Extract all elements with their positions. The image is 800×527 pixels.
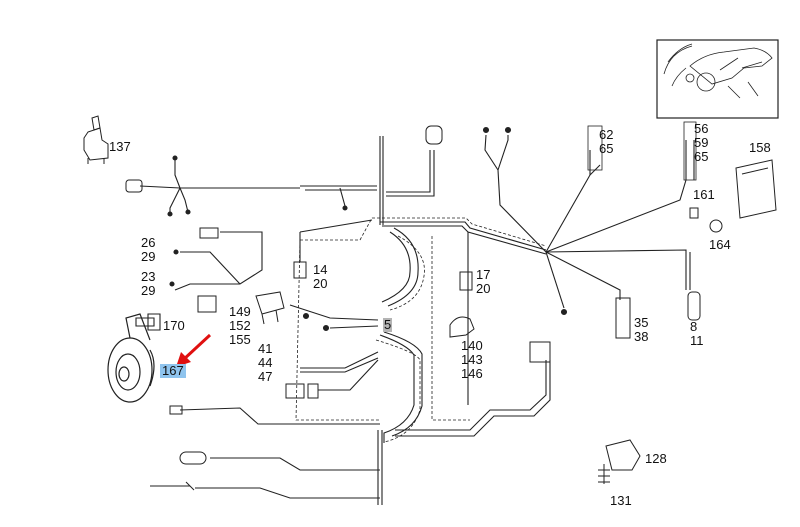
vehicle-silhouette-icon bbox=[663, 43, 773, 99]
branch-wires bbox=[139, 121, 697, 505]
label-140-143-146[interactable]: 140 143 146 bbox=[461, 338, 483, 381]
label-26-29[interactable]: 26 29 bbox=[141, 235, 156, 264]
label-23-29[interactable]: 23 29 bbox=[141, 269, 156, 298]
part-137-switch-icon bbox=[83, 115, 109, 164]
label-131[interactable]: 131 bbox=[610, 493, 632, 508]
inset-view bbox=[656, 39, 779, 119]
label-158[interactable]: 158 bbox=[749, 140, 771, 155]
part-167-horn-icon bbox=[107, 313, 155, 403]
label-164[interactable]: 164 bbox=[709, 237, 731, 252]
label-14-20[interactable]: 14 20 bbox=[313, 262, 328, 291]
label-35-38[interactable]: 35 38 bbox=[634, 315, 649, 344]
label-170[interactable]: 170 bbox=[163, 318, 185, 333]
label-137[interactable]: 137 bbox=[109, 139, 131, 154]
label-8-11[interactable]: 8 11 bbox=[690, 319, 704, 348]
connector-icons bbox=[125, 125, 777, 491]
main-harness bbox=[180, 136, 551, 443]
label-62-65[interactable]: 62 65 bbox=[599, 127, 614, 156]
label-149-152-155[interactable]: 149 152 155 bbox=[229, 304, 251, 347]
part-170-bolt-icon bbox=[135, 313, 161, 331]
label-5[interactable]: 5 bbox=[383, 317, 393, 332]
label-41-44-47[interactable]: 41 44 47 bbox=[258, 341, 273, 384]
label-161[interactable]: 161 bbox=[693, 187, 715, 202]
leader-arrow-icon bbox=[176, 333, 212, 367]
label-17-20[interactable]: 17 20 bbox=[476, 267, 491, 296]
small-terminals bbox=[167, 126, 568, 332]
label-167-highlighted[interactable]: 167 bbox=[160, 363, 186, 378]
label-128[interactable]: 128 bbox=[645, 451, 667, 466]
label-56-59-65[interactable]: 56 59 65 bbox=[694, 121, 709, 164]
harness-outline-dashed bbox=[295, 217, 547, 443]
